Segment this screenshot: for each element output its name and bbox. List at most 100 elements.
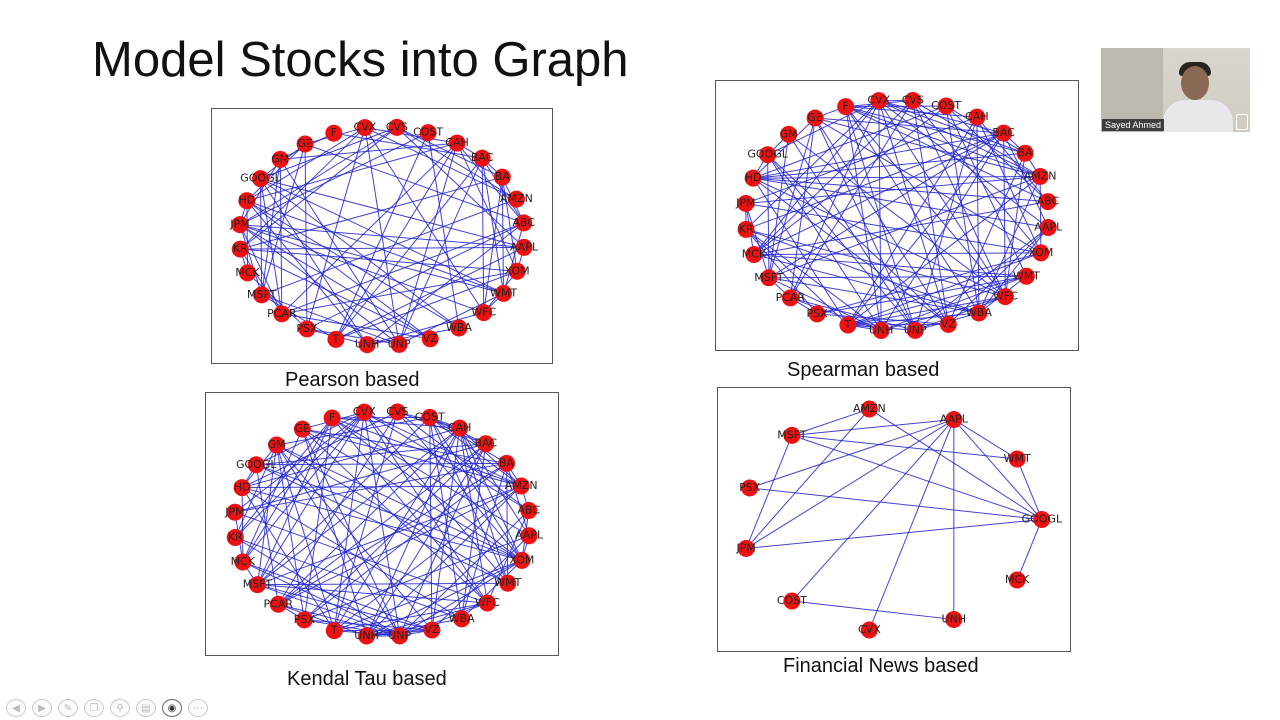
back-icon[interactable]: ◀ bbox=[6, 699, 26, 717]
graph-node-jpm: JPM bbox=[224, 503, 245, 521]
graph-edge bbox=[239, 126, 398, 226]
subtitles-icon[interactable]: ▤ bbox=[136, 699, 156, 717]
graph-edge bbox=[753, 175, 1041, 179]
forward-icon[interactable]: ▶ bbox=[32, 699, 52, 717]
node-label: HD bbox=[238, 194, 255, 207]
node-label: XOM bbox=[1028, 246, 1053, 259]
node-label: F bbox=[329, 411, 335, 424]
graph-edge bbox=[481, 158, 485, 313]
graph-node-wmt: WMT bbox=[490, 284, 517, 302]
graph-edge bbox=[768, 134, 790, 278]
graph-edge bbox=[331, 417, 522, 487]
graph-edge bbox=[255, 464, 509, 584]
graph-edge bbox=[234, 444, 278, 538]
graph-edge bbox=[878, 100, 1006, 297]
graph-edge bbox=[302, 428, 488, 604]
graph-node-hd: HD bbox=[233, 479, 251, 497]
graph-edge bbox=[814, 117, 916, 331]
more-icon[interactable]: ⋯ bbox=[188, 699, 208, 717]
node-label: GM bbox=[780, 127, 798, 140]
graph-edge bbox=[745, 116, 978, 204]
graph-edge bbox=[752, 117, 816, 179]
microphone-icon bbox=[1236, 114, 1248, 130]
node-label: KR bbox=[233, 242, 248, 255]
camera-icon[interactable]: ◉ bbox=[162, 699, 182, 717]
graph-edge bbox=[306, 222, 524, 330]
graph-edge bbox=[304, 143, 308, 329]
graph-edge bbox=[366, 312, 484, 346]
graph-edge bbox=[845, 106, 916, 331]
graph-node-ge: GE bbox=[296, 135, 314, 153]
node-label: AMZN bbox=[505, 479, 538, 492]
node-label: CVS bbox=[386, 405, 408, 418]
graph-node-amzn: AMZN bbox=[500, 190, 533, 208]
graph-edge bbox=[260, 178, 504, 294]
graph-edge bbox=[481, 158, 504, 294]
graph-edge bbox=[279, 159, 400, 345]
graph-edge bbox=[749, 487, 1042, 520]
graph-node-cah: CAH bbox=[445, 134, 469, 152]
node-label: WFC bbox=[475, 596, 500, 609]
graph-edge bbox=[239, 126, 398, 250]
graph-edge bbox=[239, 159, 281, 225]
graph-node-cvs: CVS bbox=[386, 403, 409, 421]
node-label: AAPL bbox=[515, 529, 544, 542]
node-label: MSFT bbox=[777, 428, 807, 441]
node-label: PSX bbox=[296, 322, 318, 335]
graph-edge bbox=[241, 487, 244, 563]
graph-edge bbox=[257, 427, 460, 586]
graph-edge bbox=[239, 224, 431, 340]
graph-edge bbox=[366, 559, 523, 637]
node-label: BA bbox=[499, 456, 515, 469]
graph-node-googl: GOOGL bbox=[747, 146, 789, 164]
node-label: PCAR bbox=[267, 307, 297, 320]
node-label: UNH bbox=[354, 629, 379, 642]
pen-icon[interactable]: ✎ bbox=[58, 699, 78, 717]
graph-node-ba: BA bbox=[493, 168, 511, 186]
graph-edge bbox=[334, 602, 488, 632]
node-label: GOOGL bbox=[240, 172, 281, 185]
node-label: UNH bbox=[355, 338, 380, 351]
graph-edge bbox=[753, 177, 1049, 229]
node-label: WFC bbox=[993, 290, 1018, 303]
graph-node-unh: UNH bbox=[355, 336, 380, 354]
presenter-video[interactable]: Sayed Ahmed bbox=[1101, 48, 1250, 132]
graph-node-xom: XOM bbox=[505, 262, 530, 280]
graph-edge bbox=[246, 142, 458, 202]
graph-edge bbox=[257, 584, 400, 637]
copy-icon[interactable]: ❐ bbox=[84, 699, 104, 717]
graph-node-cvx: CVX bbox=[353, 403, 376, 421]
node-label: CAH bbox=[445, 136, 468, 149]
graph-edge bbox=[1016, 519, 1043, 581]
graph-edge bbox=[745, 228, 1006, 298]
graph-node-mck: MCK bbox=[231, 553, 256, 571]
node-label: KR bbox=[739, 222, 754, 235]
node-label: ABC bbox=[512, 216, 535, 229]
node-label: COST bbox=[931, 99, 961, 112]
graph-edge bbox=[845, 105, 947, 108]
graph-edge bbox=[1003, 133, 1006, 297]
zoom-icon[interactable]: ⚲ bbox=[110, 699, 130, 717]
graph-node-pcar: PCAR bbox=[264, 595, 293, 613]
node-label: JPM bbox=[735, 541, 755, 554]
graph-node-kr: KR bbox=[226, 528, 244, 546]
graph-edge bbox=[257, 485, 522, 586]
graph-edge bbox=[506, 463, 509, 584]
graph-node-wfc: WFC bbox=[993, 288, 1018, 306]
graph-edge bbox=[978, 227, 1049, 314]
graph-node-aapl: AAPL bbox=[1034, 219, 1063, 237]
kendal-caption: Kendal Tau based bbox=[287, 668, 447, 690]
node-label: ABC bbox=[1037, 195, 1060, 208]
graph-edge bbox=[276, 416, 430, 446]
node-label: F bbox=[331, 126, 337, 139]
graph-node-cvx: CVX bbox=[867, 92, 891, 110]
node-label: ABC bbox=[517, 504, 540, 517]
graph-edge bbox=[791, 434, 1042, 520]
graph-edge bbox=[1016, 458, 1043, 520]
graph-node-bac: BAC bbox=[992, 124, 1015, 142]
graph-edge bbox=[745, 202, 1041, 254]
node-label: WFC bbox=[471, 306, 496, 319]
graph-edge bbox=[234, 462, 507, 513]
graph-edge bbox=[366, 485, 522, 637]
graph-edge bbox=[878, 100, 1041, 177]
